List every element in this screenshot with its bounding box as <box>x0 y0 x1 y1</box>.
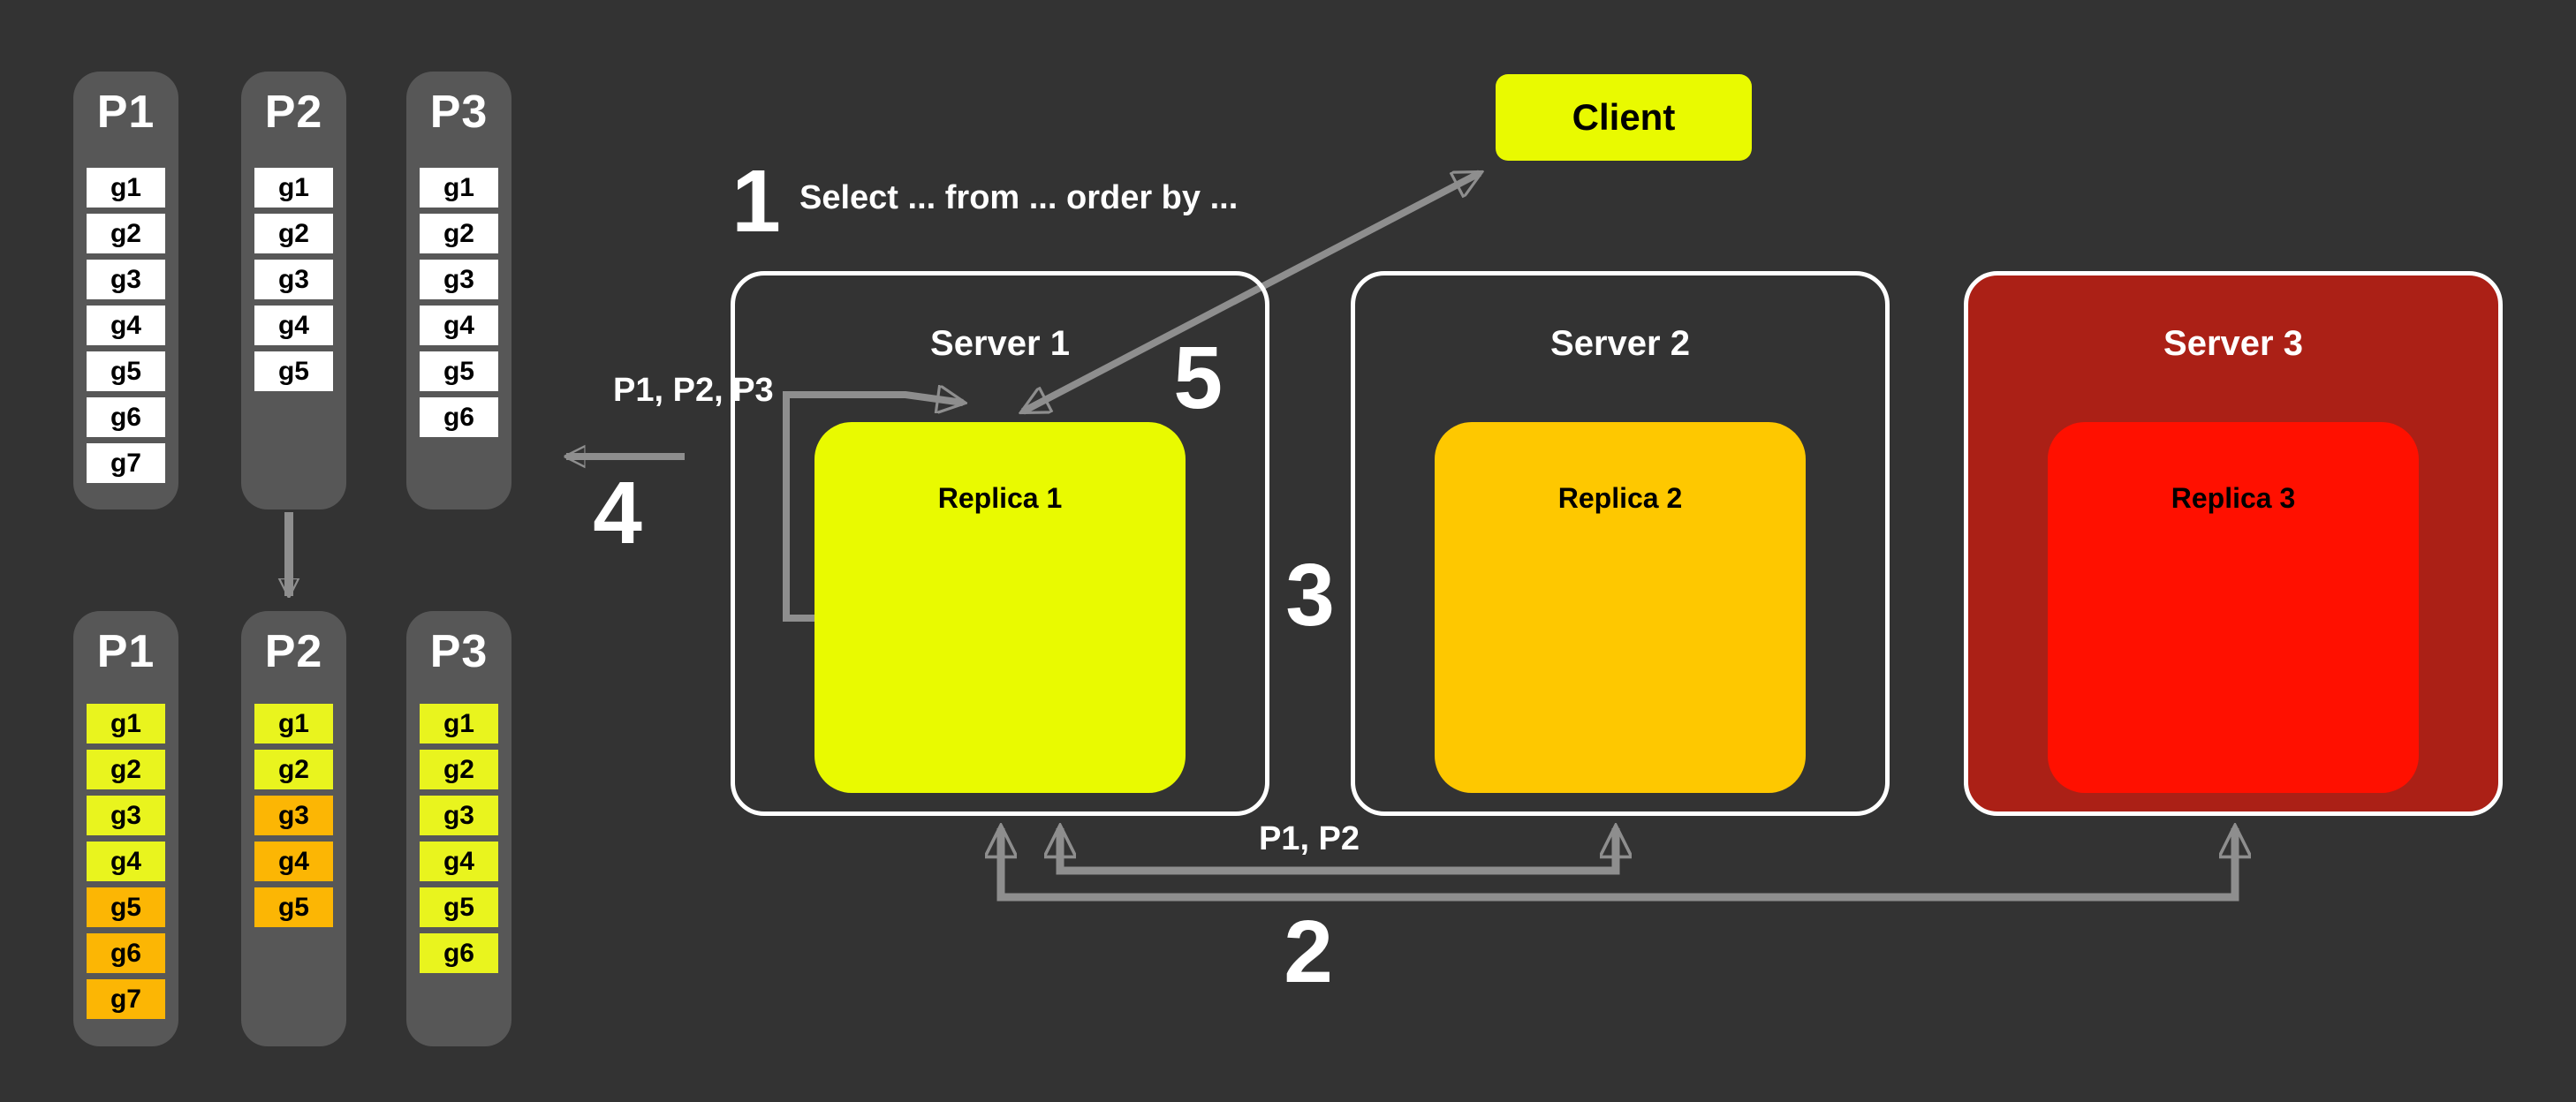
group-cell: g3 <box>254 796 333 835</box>
group-cell: g1 <box>87 168 165 208</box>
server-1: Server 1 5 Replica 1 <box>731 271 1269 816</box>
partition-list-label: P1, P2, P3 <box>613 372 774 409</box>
group-cell: g5 <box>87 351 165 391</box>
step-1-query-text: Select ... from ... order by ... <box>799 179 1239 216</box>
group-cell: g7 <box>87 979 165 1019</box>
replica-1-label: Replica 1 <box>937 482 1063 514</box>
group-cell: g4 <box>254 306 333 345</box>
partition-label: P1 <box>96 626 155 677</box>
step-3-number: 3 <box>1285 546 1335 645</box>
group-cell: g4 <box>254 842 333 881</box>
group-cell: g2 <box>254 750 333 789</box>
group-cell: g3 <box>420 260 498 299</box>
partition-column-p2-after: P2 g1 g2 g3 g4 g5 <box>241 611 346 1046</box>
group-cell: g2 <box>87 214 165 253</box>
partition-label: P2 <box>264 626 323 677</box>
group-cell: g5 <box>420 351 498 391</box>
group-cell: g1 <box>254 704 333 743</box>
group-cell: g4 <box>87 306 165 345</box>
partition-column-p3-before: P3 g1 g2 g3 g4 g5 g6 <box>406 72 511 509</box>
client-box: Client <box>1496 74 1752 161</box>
group-cell: g3 <box>254 260 333 299</box>
server-2-label: Server 2 <box>1550 324 1690 363</box>
group-cell: g5 <box>254 887 333 927</box>
group-cell: g3 <box>87 796 165 835</box>
partition-column-p1-before: P1 g1 g2 g3 g4 g5 g6 g7 <box>73 72 178 509</box>
replica-2-label: Replica 2 <box>1557 482 1683 514</box>
group-cell: g1 <box>87 704 165 743</box>
group-cell: g2 <box>87 750 165 789</box>
replica-1: Replica 1 <box>814 422 1186 793</box>
group-cell: g1 <box>254 168 333 208</box>
group-cell: g6 <box>87 397 165 437</box>
group-cell: g4 <box>420 842 498 881</box>
group-cell: g2 <box>420 214 498 253</box>
group-cell: g2 <box>254 214 333 253</box>
partition-column-p3-after: P3 g1 g2 g3 g4 g5 g6 <box>406 611 511 1046</box>
partition-label: P3 <box>429 87 489 138</box>
group-cell: g6 <box>420 933 498 973</box>
group-cell: g2 <box>420 750 498 789</box>
server-2: Server 2 Replica 2 <box>1351 271 1890 816</box>
group-cell: g6 <box>87 933 165 973</box>
group-cell: g7 <box>87 443 165 483</box>
group-cell: g5 <box>87 887 165 927</box>
replica-2: Replica 2 <box>1435 422 1806 793</box>
server-3-label: Server 3 <box>2163 324 2303 363</box>
group-cell: g1 <box>420 704 498 743</box>
step-4-number: 4 <box>593 464 642 562</box>
replication-arrow-server3 <box>1001 828 2235 902</box>
step-2-number: 2 <box>1284 902 1333 1001</box>
group-cell: g1 <box>420 168 498 208</box>
step-1-number: 1 <box>731 152 781 251</box>
group-cell: g4 <box>420 306 498 345</box>
partition-column-p2-before: P2 g1 g2 g3 g4 g5 <box>241 72 346 509</box>
group-cell: g5 <box>420 887 498 927</box>
partition-column-p1-after: P1 g1 g2 g3 g4 g5 g6 g7 <box>73 611 178 1046</box>
partition-label: P3 <box>429 626 489 677</box>
partition-label: P2 <box>264 87 323 138</box>
replica-3-label: Replica 3 <box>2171 482 2296 514</box>
group-cell: g4 <box>87 842 165 881</box>
partition-label: P1 <box>96 87 155 138</box>
replica-3: Replica 3 <box>2048 422 2419 793</box>
replicated-partitions-label: P1, P2 <box>1258 820 1360 857</box>
replica1-self-loop-arrow <box>783 395 963 622</box>
server-3: Server 3 Replica 3 <box>1964 271 2503 816</box>
group-cell: g6 <box>420 397 498 437</box>
group-cell: g3 <box>87 260 165 299</box>
group-cell: g3 <box>420 796 498 835</box>
step-5-number: 5 <box>1173 328 1223 427</box>
group-cell: g5 <box>254 351 333 391</box>
